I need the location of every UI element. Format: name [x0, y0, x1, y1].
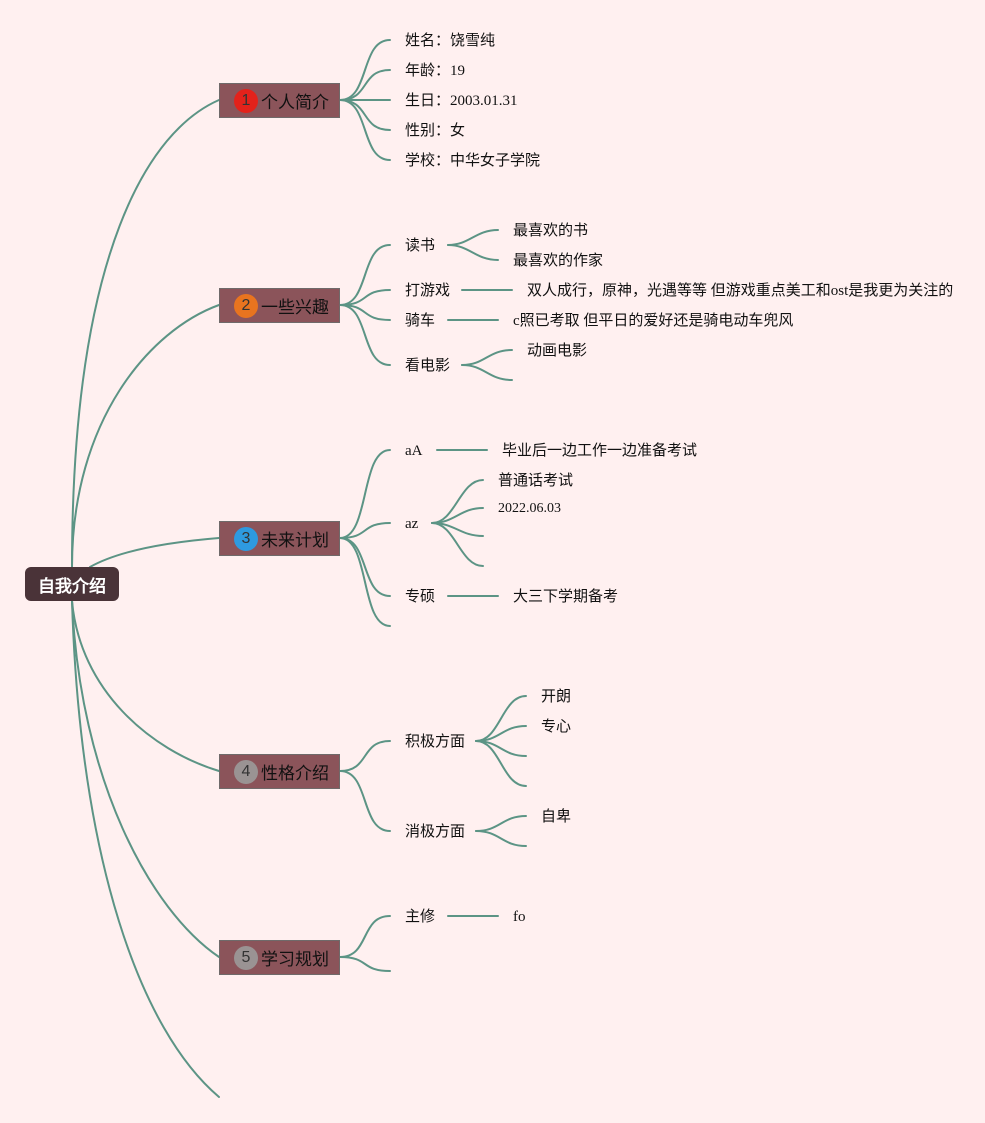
topic-major[interactable]: 主修	[405, 909, 436, 925]
badge-3-icon: 3	[234, 526, 258, 551]
topic-cycling-detail[interactable]: c照已考取 但平日的爱好还是骑电动车兜风	[513, 313, 794, 329]
branch-interests[interactable]: 2 一些兴趣	[219, 288, 340, 323]
branch-personality-label: 性格介绍	[261, 764, 329, 783]
topic-aA[interactable]: aA	[405, 443, 423, 459]
branch-profile[interactable]: 1 个人简介	[219, 83, 340, 118]
badge-1-icon: 1	[234, 88, 258, 113]
topic-fav-book[interactable]: 最喜欢的书	[513, 223, 589, 239]
branch-interests-label: 一些兴趣	[261, 298, 329, 317]
root-node[interactable]: 自我介绍	[25, 567, 119, 601]
topic-cycling[interactable]: 骑车	[405, 313, 436, 329]
topic-school[interactable]: 学校：中华女子学院	[405, 153, 541, 169]
branch-profile-label: 个人简介	[261, 93, 329, 112]
topic-master-detail[interactable]: 大三下学期备考	[513, 589, 619, 605]
topic-age[interactable]: 年龄：19	[405, 63, 466, 79]
branch-plans[interactable]: 3 未来计划	[219, 521, 340, 556]
topic-positive[interactable]: 积极方面	[405, 734, 466, 750]
topic-master[interactable]: 专硕	[405, 589, 436, 605]
topic-reading[interactable]: 读书	[405, 238, 436, 254]
topic-positive-2[interactable]: 专心	[541, 719, 572, 735]
topic-aA-detail[interactable]: 毕业后一边工作一边准备考试	[502, 443, 698, 459]
topic-az-date[interactable]: 2022.06.03	[498, 501, 561, 516]
branch-study-label: 学习规划	[261, 950, 329, 969]
branch-plans-label: 未来计划	[261, 531, 329, 550]
topic-movies-detail[interactable]: 动画电影	[527, 343, 588, 359]
root-label: 自我介绍	[38, 576, 106, 596]
badge-4-icon: 4	[234, 759, 258, 784]
topic-negative[interactable]: 消极方面	[405, 824, 466, 840]
topic-gaming[interactable]: 打游戏	[405, 283, 451, 299]
badge-5-icon: 5	[234, 945, 258, 970]
topic-negative-1[interactable]: 自卑	[541, 809, 572, 825]
badge-2-icon: 2	[234, 293, 258, 318]
topic-gaming-detail[interactable]: 双人成行，原神，光遇等等 但游戏重点美工和ost是我更为关注的	[527, 283, 954, 299]
topic-gender[interactable]: 性别：女	[405, 123, 466, 139]
topic-birthday[interactable]: 生日：2003.01.31	[405, 93, 518, 109]
topic-az-exam[interactable]: 普通话考试	[498, 473, 574, 489]
topic-fav-author[interactable]: 最喜欢的作家	[513, 253, 604, 269]
branch-study[interactable]: 5 学习规划	[219, 940, 340, 975]
branch-personality[interactable]: 4 性格介绍	[219, 754, 340, 789]
topic-movies[interactable]: 看电影	[405, 358, 451, 374]
topic-name[interactable]: 姓名：饶雪纯	[405, 33, 496, 49]
topic-az[interactable]: az	[405, 516, 419, 532]
topic-positive-1[interactable]: 开朗	[541, 689, 572, 705]
topic-major-detail[interactable]: fo	[513, 909, 526, 925]
